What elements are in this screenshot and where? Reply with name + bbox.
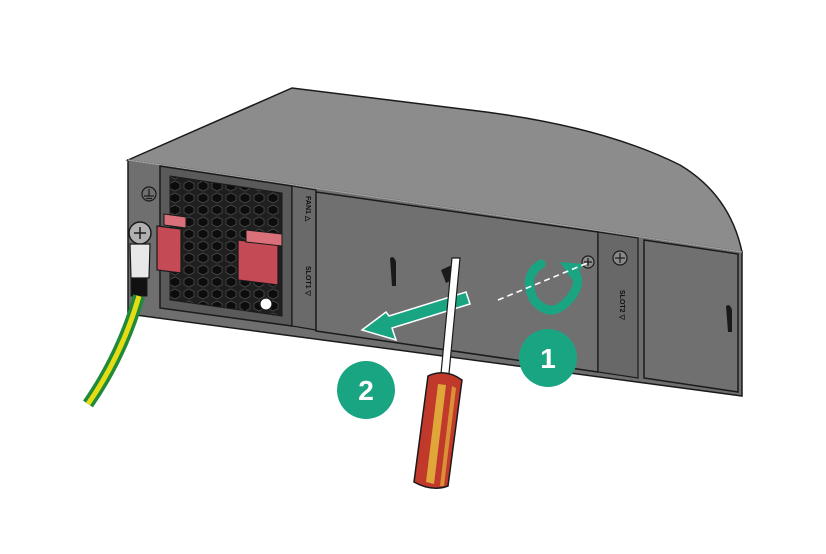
slot2-area: SLOT2 ▽ [597,231,739,393]
pull-arrow-icon [360,291,471,342]
slot2-label: SLOT2 ▽ [618,290,625,321]
step-1-number: 1 [540,343,556,374]
step-2-number: 2 [358,375,374,406]
fan-slot-label: FAN1 △ [304,196,311,222]
ear-handle-left [156,213,187,274]
chassis-top-edge [127,159,743,253]
screwdriver-icon [413,257,463,489]
ground-cable [83,294,145,408]
ear-handle-right [237,229,283,286]
slot1-label: SLOT1 ▽ [304,266,311,297]
slot-divider [597,231,639,379]
chassis-top [125,87,743,253]
ground-icon [141,186,157,202]
fan-screw [259,297,273,311]
step-1-badge: 1 [519,329,577,387]
slot2-latch [726,305,732,332]
fan-side-strip [291,185,317,331]
ring-terminal [129,243,151,279]
slot1-latch [390,257,396,286]
rotate-arrow-icon [497,259,591,315]
grounding-point [128,186,157,297]
step-2-badge: 2 [337,361,395,419]
slot2-panel [643,239,739,393]
